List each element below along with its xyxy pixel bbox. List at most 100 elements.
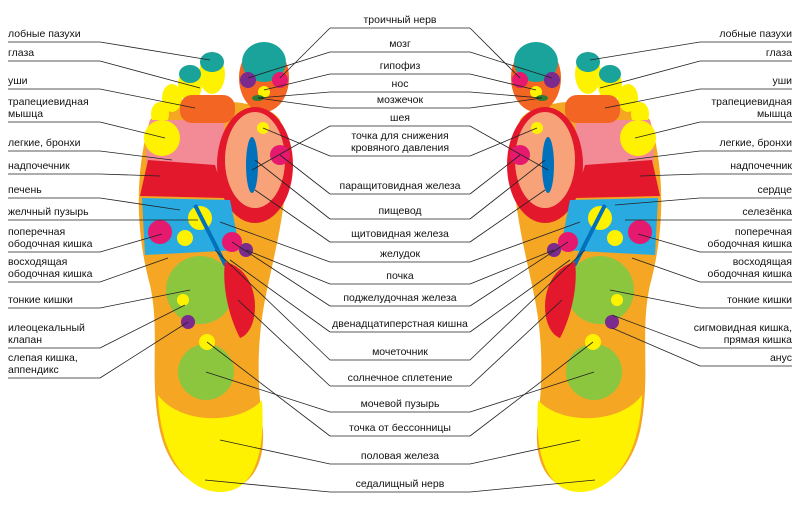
right-label-10: восходящая ободочная кишка — [707, 256, 792, 280]
center-label-11: желудок — [379, 248, 421, 260]
center-label-12: почка — [386, 270, 414, 282]
intestine-zone — [166, 256, 234, 324]
neck-zone — [542, 137, 554, 193]
center-leader-right-10 — [469, 189, 546, 243]
center-label-10: щитовидная железа — [351, 228, 449, 240]
center-leader-left-14 — [229, 259, 331, 333]
left-label-1: лобные пазухи — [8, 28, 81, 40]
left-label-11: тонкие кишки — [8, 294, 73, 306]
center-label-8: паращитовидная железа — [339, 180, 461, 192]
left-leader-11 — [99, 289, 191, 309]
center-label-4: нос — [391, 78, 409, 90]
left-label-5: легкие, бронхи — [8, 137, 81, 149]
center-leader-right-6 — [469, 125, 549, 171]
toe-2-top — [200, 52, 224, 72]
right-leader-5 — [627, 150, 701, 161]
left-label-12: илеоцекальный клапан — [8, 322, 85, 346]
center-label-13: поджелудочная железа — [343, 292, 457, 304]
right-label-7: сердце — [757, 184, 792, 196]
left-label-10: восходящая ободочная кишка — [8, 256, 93, 280]
center-leader-left-13 — [231, 241, 331, 307]
center-leader-left-10 — [254, 189, 331, 243]
center-leader-right-15 — [469, 249, 586, 361]
center-label-20: седалищный нерв — [355, 478, 445, 490]
center-leader-right-18 — [469, 341, 594, 437]
left-leader-1 — [99, 41, 211, 61]
right-label-5: легкие, бронхи — [719, 137, 792, 149]
right-label-1: лобные пазухи — [719, 28, 792, 40]
right-label-11: тонкие кишки — [727, 294, 792, 306]
appendix-zone — [605, 315, 619, 329]
colon-zone-2 — [177, 230, 193, 246]
left-label-6: надпочечник — [8, 160, 70, 172]
heel-zone — [158, 395, 263, 492]
big-toe-top — [242, 42, 286, 82]
center-leader-right-2 — [469, 51, 553, 79]
center-leader-left-2 — [247, 51, 331, 79]
center-label-7: точка для снижения кровяного давления — [350, 130, 450, 154]
neck-zone — [246, 137, 258, 193]
left-label-4: трапециевидная мышца — [8, 96, 89, 120]
ileocecal-zone — [177, 294, 189, 306]
colon-zone — [148, 220, 172, 244]
left-leader-5 — [99, 150, 173, 161]
left-leader-2 — [99, 60, 201, 89]
center-leader-right-20 — [469, 479, 596, 493]
brain-zone — [240, 72, 256, 88]
trapezius-zone — [620, 120, 656, 156]
right-foot — [507, 42, 662, 492]
center-leader-right-7 — [469, 127, 538, 157]
toe-4 — [618, 84, 638, 112]
center-leader-right-16 — [469, 299, 563, 387]
center-leader-left-15 — [214, 249, 331, 361]
ears-zone — [180, 95, 235, 123]
center-label-9: пищевод — [378, 205, 422, 217]
adrenal-zone — [575, 160, 660, 198]
center-leader-left-8 — [279, 154, 331, 195]
center-leader-left-19 — [219, 439, 331, 465]
left-label-7: печень — [8, 184, 42, 196]
center-leader-left-3 — [263, 73, 331, 91]
left-label-9: поперечная ободочная кишка — [8, 226, 93, 250]
ears-zone — [565, 95, 620, 123]
trapezius-zone — [144, 120, 180, 156]
center-leader-left-1 — [279, 27, 331, 79]
left-leader-4 — [99, 121, 166, 139]
center-label-5: мозжечок — [376, 94, 424, 106]
center-label-2: мозг — [389, 38, 411, 50]
center-leader-left-20 — [204, 479, 331, 493]
right-leader-7 — [614, 197, 701, 206]
center-label-19: половая железа — [360, 450, 440, 462]
left-foot — [138, 42, 293, 492]
colon-zone — [628, 220, 652, 244]
right-label-3: уши — [772, 75, 792, 87]
center-leader-left-7 — [262, 127, 331, 157]
left-leader-7 — [99, 197, 181, 211]
right-leader-9 — [637, 233, 701, 253]
center-label-3: гипофиз — [379, 60, 421, 72]
center-leader-left-16 — [237, 299, 331, 387]
center-leader-right-3 — [469, 73, 537, 91]
center-label-15: мочеточник — [372, 346, 428, 358]
right-leader-1 — [589, 41, 701, 61]
center-leader-right-1 — [469, 27, 521, 79]
center-label-14: двенадцатиперстная кишна — [332, 318, 468, 330]
center-leader-left-18 — [206, 341, 331, 437]
toe-4 — [162, 84, 182, 112]
right-label-9: поперечная ободочная кишка — [707, 226, 792, 250]
right-leader-2 — [599, 60, 701, 89]
center-label-18: точка от бессонницы — [349, 422, 451, 434]
center-label-6: шея — [390, 112, 410, 124]
center-leader-right-19 — [469, 439, 581, 465]
center-leader-right-5 — [469, 97, 543, 109]
intestine-zone — [566, 256, 634, 324]
center-leader-left-17 — [205, 371, 331, 413]
center-label-17: мочевой пузырь — [360, 398, 440, 410]
toe-3-top — [599, 65, 621, 83]
left-leader-6 — [99, 173, 161, 177]
left-label-8: желчный пузырь — [8, 206, 89, 218]
left-label-2: глаза — [8, 47, 35, 59]
center-leader-left-6 — [251, 125, 331, 171]
right-label-2: глаза — [765, 47, 792, 59]
